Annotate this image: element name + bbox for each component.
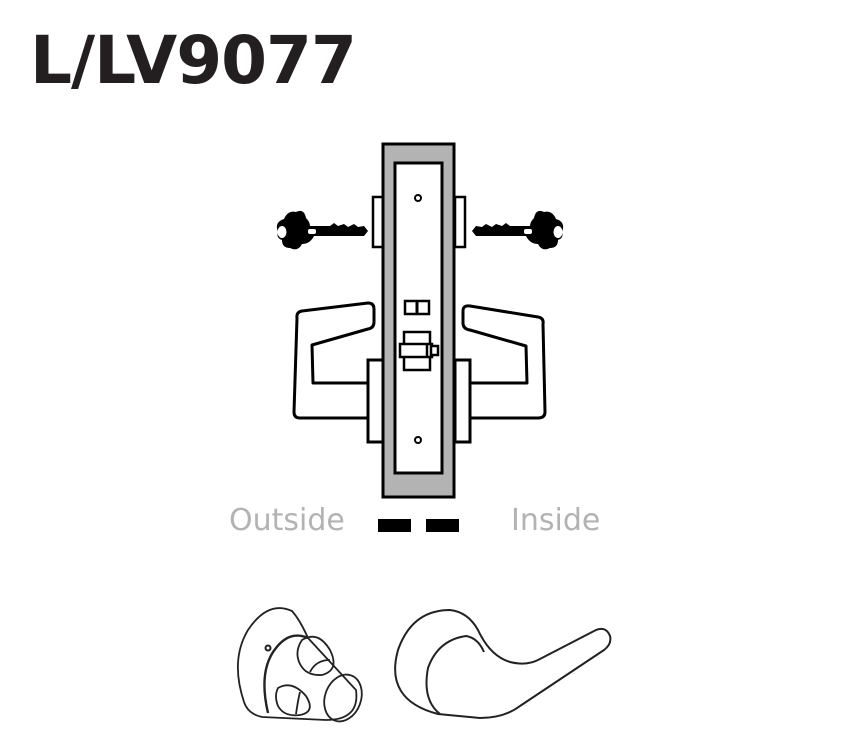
bottom-screw-icon [414, 436, 422, 444]
outside-key-icon [276, 210, 368, 250]
door-line-dash-left [378, 519, 411, 532]
rose-trim-icon [236, 607, 363, 723]
stop-buttons-icon [403, 299, 431, 316]
top-screw-icon [414, 194, 422, 202]
page-title: L/LV9077 [30, 22, 357, 99]
door-line-dash-right [426, 519, 459, 532]
mortise-case-inner [393, 161, 444, 475]
inside-label: Inside [511, 503, 601, 538]
lever-trim-icon [394, 608, 612, 720]
inside-key-icon [472, 210, 564, 250]
inside-lever-icon [461, 304, 547, 420]
outside-label: Outside [229, 503, 345, 538]
inside-lever-rose [453, 358, 472, 444]
inside-cylinder-plate [453, 195, 467, 249]
outside-lever-icon [292, 301, 376, 420]
latch-hub-icon [398, 330, 440, 372]
outside-lever-rose [366, 358, 385, 444]
